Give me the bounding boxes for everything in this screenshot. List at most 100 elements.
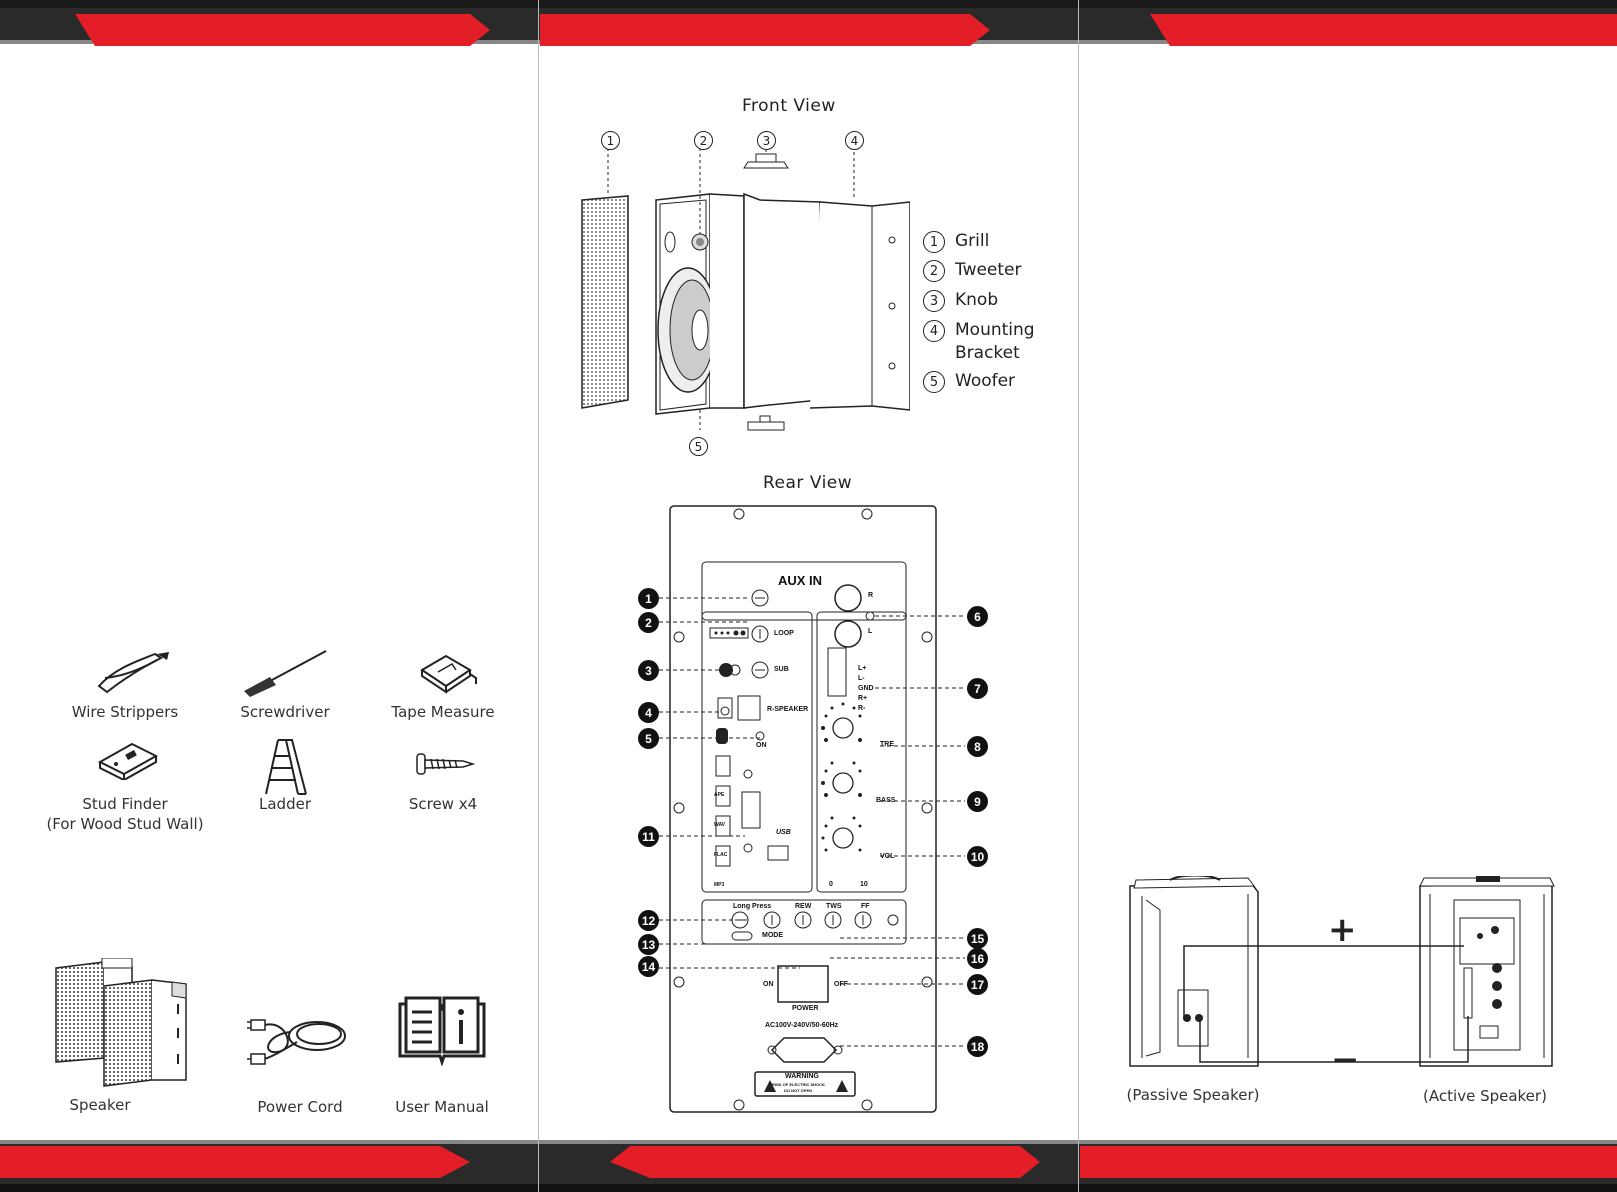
rear-callout-1: 1	[638, 588, 659, 609]
rear-callout-5: 5	[638, 728, 659, 749]
header-band	[0, 0, 1617, 46]
active-speaker-label: (Active Speaker)	[1423, 1087, 1547, 1105]
rear-callout-16: 16	[967, 948, 988, 969]
aux-r-label: R	[868, 592, 874, 599]
rear-callout-4: 4	[638, 702, 659, 723]
rear-callout-7: 7	[967, 678, 988, 699]
legend-num: 1	[923, 231, 945, 253]
front-callout-4: 4	[845, 131, 864, 150]
front-callout-1: 1	[601, 131, 620, 150]
rear-callout-3: 3	[638, 660, 659, 681]
legend-num: 3	[923, 290, 945, 312]
warning-label: WARNING	[785, 1073, 819, 1080]
plus-sign: +	[1328, 910, 1357, 950]
front-view-title: Front View	[742, 96, 836, 116]
aux-in-label: AUX IN	[778, 573, 823, 588]
usb-label: USB	[776, 829, 791, 836]
file-type-flac: FLAC	[714, 852, 728, 858]
panel-divider-left	[538, 0, 539, 1192]
sub-label: SUB	[774, 666, 789, 673]
legend-num: 5	[923, 371, 945, 393]
ff-label: FF	[861, 903, 870, 910]
rear-callout-13: 13	[638, 934, 659, 955]
terminal-labels: L+ L- GND R+ R-	[858, 664, 874, 714]
file-type-wav: WAV	[714, 822, 726, 828]
rear-callout-10: 10	[967, 846, 988, 867]
legend-num: 2	[923, 260, 945, 282]
rear-callout-15: 15	[967, 928, 988, 949]
power-cord-icon	[247, 1019, 346, 1065]
front-view-diagram	[581, 146, 910, 431]
rear-callout-2: 2	[638, 612, 659, 633]
rear-callout-12: 12	[638, 910, 659, 931]
bass-label: BASS	[876, 797, 896, 804]
legend-num: 4	[923, 320, 945, 342]
legend-text: Grill	[955, 231, 990, 251]
tool-label-stud-finder: Stud Finder	[82, 795, 168, 813]
legend-item-tweeter: 2 Tweeter	[923, 259, 1022, 282]
rew-label: REW	[795, 903, 812, 910]
contents-label-speaker: Speaker	[69, 1096, 131, 1114]
legend-text: Woofer	[955, 371, 1016, 391]
passive-speaker-label: (Passive Speaker)	[1126, 1086, 1260, 1104]
rear-view-diagram	[669, 505, 937, 1113]
legend-item-grill: 1 Grill	[923, 230, 989, 253]
terminal-label: L+	[858, 665, 867, 672]
long-press-label: Long Press	[733, 903, 772, 910]
terminal-label: R-	[858, 705, 866, 712]
warning-sublabel-2: DO NOT OPEN	[784, 1088, 813, 1093]
speaker-wiring-diagram	[1129, 876, 1555, 1067]
legend-item-woofer: 5 Woofer	[923, 370, 1015, 393]
rear-callout-17: 17	[967, 974, 988, 995]
speaker-pair-icon	[55, 958, 187, 1087]
ac-voltage-label: AC100V-240V/50-60Hz	[765, 1022, 839, 1029]
tool-label-tape-measure: Tape Measure	[391, 703, 495, 721]
file-type-ape: APE	[714, 792, 725, 798]
rear-callout-9: 9	[967, 791, 988, 812]
legend-text-line2: Bracket	[955, 343, 1020, 363]
rear-callout-11: 11	[638, 826, 659, 847]
stud-finder-icon	[97, 742, 159, 780]
screwdriver-icon	[244, 650, 327, 697]
rear-callout-8: 8	[967, 736, 988, 757]
warning-sublabel: RISK OF ELECTRIC SHOCK	[772, 1082, 825, 1087]
mode-label: MODE	[762, 932, 783, 939]
legend-item-knob: 3 Knob	[923, 289, 998, 312]
contents-label-user-manual: User Manual	[395, 1098, 489, 1116]
terminal-label: GND	[858, 685, 874, 692]
contents-label-power-cord: Power Cord	[257, 1098, 343, 1116]
tws-label: TWS	[826, 903, 842, 910]
power-label: POWER	[792, 1005, 819, 1012]
terminal-label: L-	[858, 675, 865, 682]
screw-icon	[416, 753, 475, 775]
callout-leaders	[659, 597, 965, 1047]
on-small-label: ON	[756, 742, 767, 749]
tool-label-wire-strippers: Wire Strippers	[71, 703, 179, 721]
tape-measure-icon	[420, 654, 477, 694]
wire-strippers-icon	[97, 652, 169, 694]
rear-callout-14: 14	[638, 956, 659, 977]
legend-item-mounting-bracket: 4 Mounting Bracket	[923, 319, 1035, 365]
volume-max-label: 10	[860, 881, 868, 888]
loop-label: LOOP	[774, 630, 794, 637]
footer-band	[0, 1140, 1617, 1192]
treble-label: TRE	[880, 741, 894, 748]
aux-l-label: L	[868, 628, 873, 635]
legend-text: Mounting	[955, 320, 1035, 340]
tool-label-ladder: Ladder	[259, 795, 311, 813]
file-type-mp3: MP3	[714, 882, 725, 888]
panel-divider-right	[1078, 0, 1079, 1192]
user-manual-icon	[398, 996, 486, 1066]
terminal-label: R+	[858, 695, 868, 702]
rear-callout-18: 18	[967, 1036, 988, 1057]
front-callout-2: 2	[694, 131, 713, 150]
power-on-label: ON	[763, 981, 774, 988]
front-callout-5: 5	[689, 437, 708, 456]
legend-text: Knob	[955, 290, 999, 310]
volume-min-label: 0	[829, 881, 833, 888]
minus-sign: −	[1331, 1040, 1360, 1080]
tool-label-screw: Screw x4	[408, 795, 478, 813]
rear-view-title: Rear View	[763, 473, 853, 493]
front-callout-3: 3	[757, 131, 776, 150]
ladder-icon	[265, 739, 307, 795]
